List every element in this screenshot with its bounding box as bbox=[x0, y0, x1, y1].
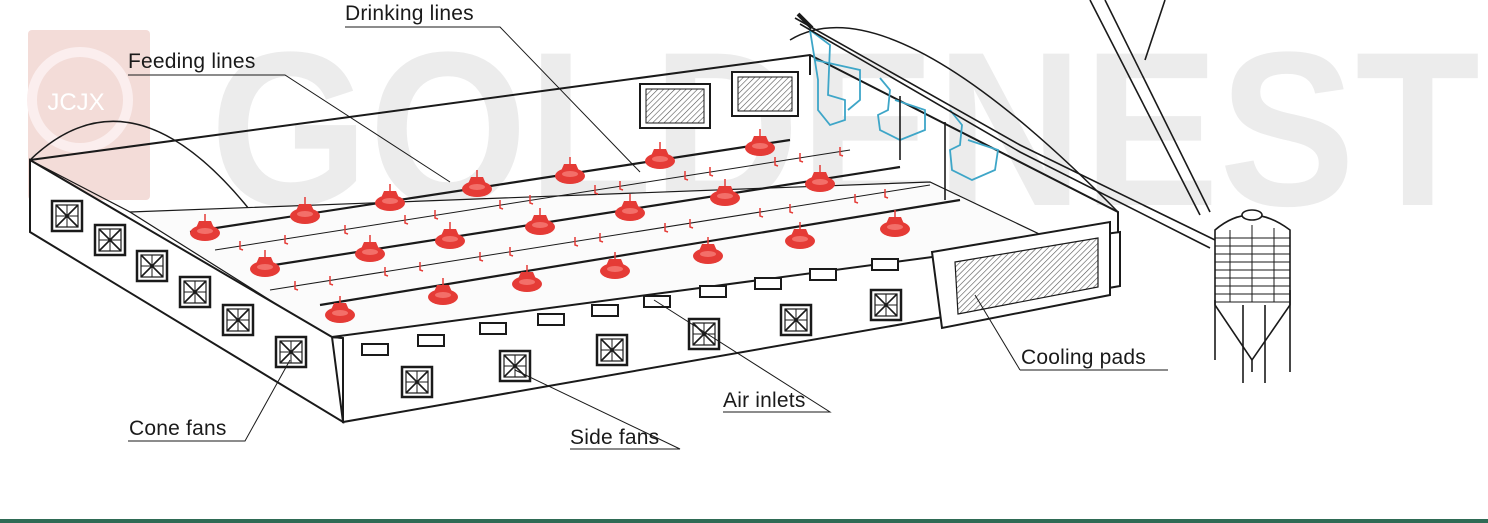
label-drinking-lines: Drinking lines bbox=[345, 2, 474, 25]
bottom-rule bbox=[0, 519, 1488, 523]
cooling-pad bbox=[930, 220, 1111, 330]
cone-fan-icon bbox=[221, 303, 255, 337]
label-cone-fans: Cone fans bbox=[129, 417, 227, 440]
back-windows bbox=[639, 71, 799, 129]
feed-hoppers bbox=[808, 27, 1000, 181]
side-fan-icon bbox=[400, 365, 434, 399]
side-fan-icon bbox=[779, 303, 813, 337]
feed-pipe bbox=[794, 0, 1216, 249]
side-fan-icon bbox=[595, 333, 629, 367]
label-feeding-lines: Feeding lines bbox=[128, 50, 256, 73]
cone-fan-icon bbox=[135, 249, 169, 283]
label-air-inlets: Air inlets bbox=[723, 389, 806, 412]
side-fan-icon bbox=[687, 317, 721, 351]
label-side-fans: Side fans bbox=[570, 426, 660, 449]
cone-fan-icon bbox=[178, 275, 212, 309]
label-cooling-pads: Cooling pads bbox=[1021, 346, 1146, 369]
feed-silo bbox=[1214, 209, 1291, 383]
callout-leaders bbox=[128, 26, 1168, 450]
cone-fan-icon bbox=[274, 335, 308, 369]
cone-fan-icon bbox=[93, 223, 127, 257]
logo-text: JCJX bbox=[47, 89, 104, 116]
cone-fan-icon bbox=[50, 199, 84, 233]
side-fan-icon bbox=[498, 349, 532, 383]
side-fan-icon bbox=[869, 288, 903, 322]
